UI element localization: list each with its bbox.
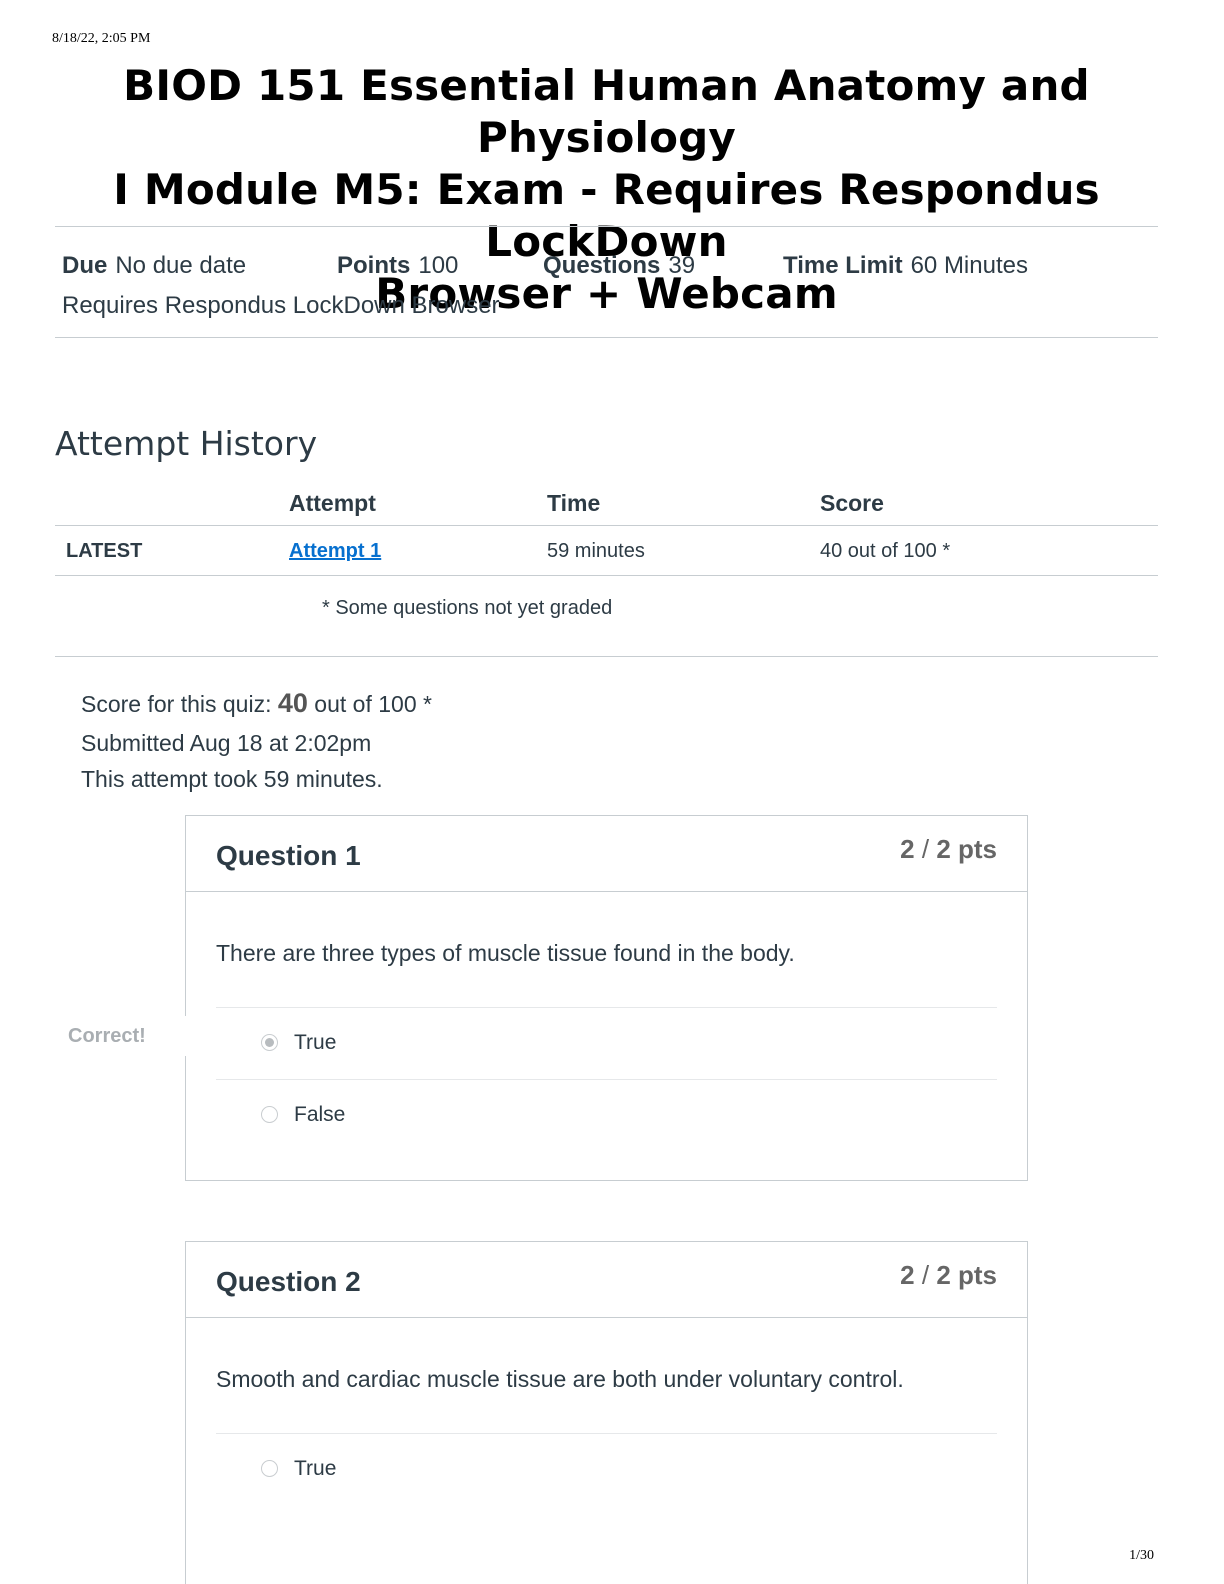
title-divider [55,226,1158,227]
column-header-attempt: Attempt [289,490,376,516]
question-title: Question 2 [216,1266,361,1297]
answer-radio-true[interactable] [261,1034,278,1051]
points-value: 100 [418,252,459,279]
attempt-1-link[interactable]: Attempt 1 [289,540,382,562]
due-label: Due [62,252,108,279]
question-text: There are three types of muscle tissue f… [216,940,795,966]
due-value: No due date [115,252,247,279]
score-suffix: out of 100 * [314,691,432,717]
points-label: Points [337,252,411,279]
answer-label-false: False [294,1103,346,1126]
questions-value: 39 [668,252,696,279]
question-header: Question 2 2 / 2 pts [186,1242,1027,1318]
column-header-time: Time [547,490,601,516]
page-title: BIOD 151 Essential Human Anatomy and Phy… [55,60,1158,320]
answer-divider [216,1079,997,1080]
question-title: Question 1 [216,840,361,871]
question-card-1: Question 1 2 / 2 pts There are three typ… [185,815,1028,1181]
attempt-history-heading: Attempt History [55,424,318,463]
questions-detail: Questions 39 [543,252,695,280]
lockdown-requirement: Requires Respondus LockDown Browser [62,292,500,319]
duration-line: This attempt took 59 minutes. [81,766,383,792]
table-row-divider [55,575,1158,576]
grading-footnote: * Some questions not yet graded [322,597,613,619]
points-slash: / [921,834,930,864]
questions-label: Questions [543,252,661,279]
title-line-2: I Module M5: Exam - Requires Respondus L… [113,165,1100,266]
attempt-score: 40 out of 100 * [820,540,951,562]
title-line-3: Browser + Webcam [375,269,838,318]
time-limit-value: 60 Minutes [910,252,1028,279]
due-detail: Due No due date [62,252,246,280]
question-text: Smooth and cardiac muscle tissue are bot… [216,1366,904,1392]
question-card-2: Question 2 2 / 2 pts Smooth and cardiac … [185,1241,1028,1584]
question-header: Question 1 2 / 2 pts [186,816,1027,892]
details-divider [55,337,1158,338]
points-detail: Points 100 [337,252,458,280]
table-header-divider [55,525,1158,526]
answers-divider [216,1433,997,1434]
attempt-link-cell: Attempt 1 [289,540,381,563]
answer-label-true: True [294,1457,337,1480]
time-limit-detail: Time Limit 60 Minutes [783,252,1028,280]
column-header-score: Score [820,490,884,516]
answer-radio-true[interactable] [261,1460,278,1477]
latest-tag: LATEST [66,540,143,562]
correct-indicator: Correct! [58,1016,186,1056]
score-value: 40 [277,688,308,718]
answer-label-true: True [294,1031,337,1054]
attempt-time: 59 minutes [547,540,645,562]
page-number: 1/30 [1129,1548,1154,1563]
points-earned: 2 [900,834,915,864]
answer-radio-false[interactable] [261,1106,278,1123]
answers-divider [216,1007,997,1008]
points-earned: 2 [900,1260,915,1290]
points-possible: 2 pts [936,1260,997,1290]
time-limit-label: Time Limit [783,252,903,279]
submitted-line: Submitted Aug 18 at 2:02pm [81,730,372,756]
quiz-score-line: Score for this quiz: 40 out of 100 * [81,688,432,719]
print-timestamp: 8/18/22, 2:05 PM [52,31,151,46]
question-points: 2 / 2 pts [900,1260,997,1291]
score-prefix: Score for this quiz: [81,691,272,717]
question-points: 2 / 2 pts [900,834,997,865]
history-divider [55,656,1158,657]
points-slash: / [921,1260,930,1290]
points-possible: 2 pts [936,834,997,864]
title-line-1: BIOD 151 Essential Human Anatomy and Phy… [123,61,1090,162]
